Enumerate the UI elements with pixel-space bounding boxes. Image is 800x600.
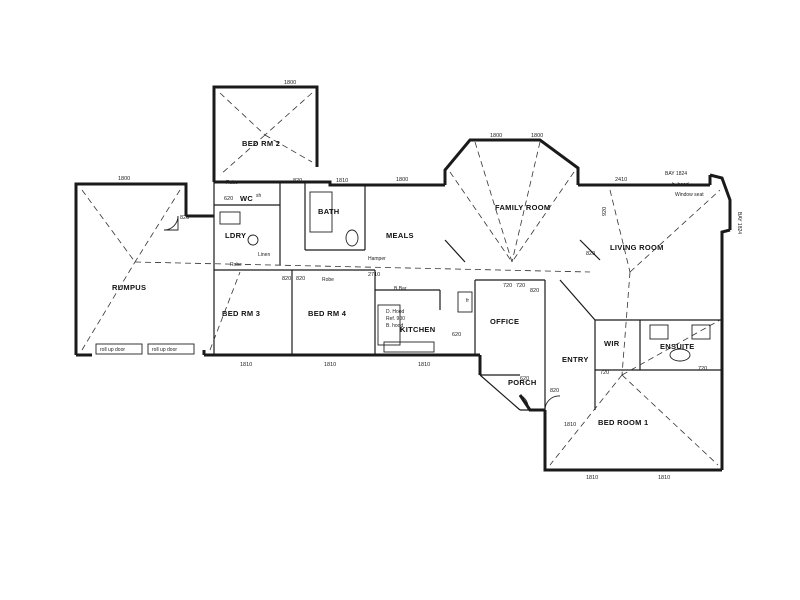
dim-label: 2710 — [368, 272, 380, 278]
room-label-bed1: BED ROOM 1 — [598, 418, 649, 427]
window-seat-label: Window seat — [675, 192, 704, 198]
dim-label: 820 — [550, 388, 559, 394]
room-label-bed4: BED RM 4 — [308, 309, 347, 318]
dim-label: 1800 — [531, 133, 543, 139]
dim-label: 1810 — [564, 422, 576, 428]
exterior-walls — [74, 85, 732, 472]
room-labels: BED RM 2 RUMPUS BED RM 3 BED RM 4 MEALS … — [112, 139, 695, 427]
dim-label: 1800 — [284, 80, 296, 86]
robe-label-bed4: Robe — [322, 277, 334, 283]
dim-label: 1810 — [324, 362, 336, 368]
room-label-living: LIVING ROOM — [610, 243, 664, 252]
robe-label-bed3: Robe — [230, 262, 242, 268]
room-label-wc: WC — [240, 194, 253, 203]
sh-label: sh — [256, 193, 262, 199]
dim-label: 820 — [293, 178, 302, 184]
hamper-label: Hamper — [368, 256, 386, 262]
room-label-bath: BATH — [318, 207, 339, 216]
dim-label: 620 — [452, 332, 461, 338]
dim-label: 2410 — [615, 177, 627, 183]
roll-door-label-2: roll up door — [152, 347, 177, 353]
dim-label: 820 — [530, 288, 539, 294]
linen-label: Linen — [258, 252, 270, 258]
dim-label: 1800 — [396, 177, 408, 183]
roof-lines — [81, 92, 721, 466]
room-label-office: OFFICE — [490, 317, 519, 326]
dim-label: 720 — [600, 370, 609, 376]
dim-label: 820 — [180, 215, 189, 221]
dimensions: 820 820 820 820 720 720 720 720 820 820 … — [118, 80, 707, 481]
dim-label: 920 — [602, 207, 608, 216]
dim-label: 1810 — [240, 362, 252, 368]
dim-label: 1800 — [490, 133, 502, 139]
room-label-bed3: BED RM 3 — [222, 309, 260, 318]
room-label-ldry: LDRY — [225, 231, 246, 240]
dim-label: 620 — [224, 196, 233, 202]
room-label-family: FAMILY ROOM — [495, 203, 550, 212]
dim-label: 1800 — [118, 176, 130, 182]
interior-walls — [213, 182, 722, 411]
bay-label-side: BAY 1824 — [736, 212, 742, 234]
dim-label: 1810 — [418, 362, 430, 368]
robe-label-bed2: Robe — [226, 180, 238, 186]
annotations: Robe Robe Robe Linen Hamper B.Bar roll u… — [100, 171, 742, 353]
fr-label: fr — [466, 298, 469, 304]
room-label-ensuite: ENSUITE — [660, 342, 695, 351]
roll-door-label-1: roll up door — [100, 347, 125, 353]
kitchen-item-3: B. hood — [386, 323, 403, 329]
room-label-entry: ENTRY — [562, 355, 589, 364]
room-label-wir: WIR — [604, 339, 620, 348]
room-label-porch: PORCH — [508, 378, 537, 387]
dim-label: 720 — [503, 283, 512, 289]
room-label-rumpus: RUMPUS — [112, 283, 146, 292]
bay-label-top: BAY 1824 — [665, 171, 687, 177]
b-hood-label: b. hood — [672, 182, 689, 188]
room-label-kitchen: KITCHEN — [400, 325, 435, 334]
dim-label: 1810 — [336, 178, 348, 184]
dim-label: 820 — [296, 276, 305, 282]
dim-label: 820 — [586, 251, 595, 257]
dim-label: 1810 — [658, 475, 670, 481]
dim-label: 1810 — [586, 475, 598, 481]
fixtures — [95, 191, 711, 411]
dim-label: 620 — [520, 376, 529, 382]
room-label-bed2: BED RM 2 — [242, 139, 280, 148]
kitchen-item-2: Ref. 900 — [386, 316, 405, 322]
room-label-meals: MEALS — [386, 231, 414, 240]
bbar-label: B.Bar — [394, 286, 407, 292]
dim-label: 720 — [698, 366, 707, 372]
dim-label: 820 — [282, 276, 291, 282]
kitchen-item-1: D. Hood — [386, 309, 405, 315]
dim-label: 720 — [516, 283, 525, 289]
